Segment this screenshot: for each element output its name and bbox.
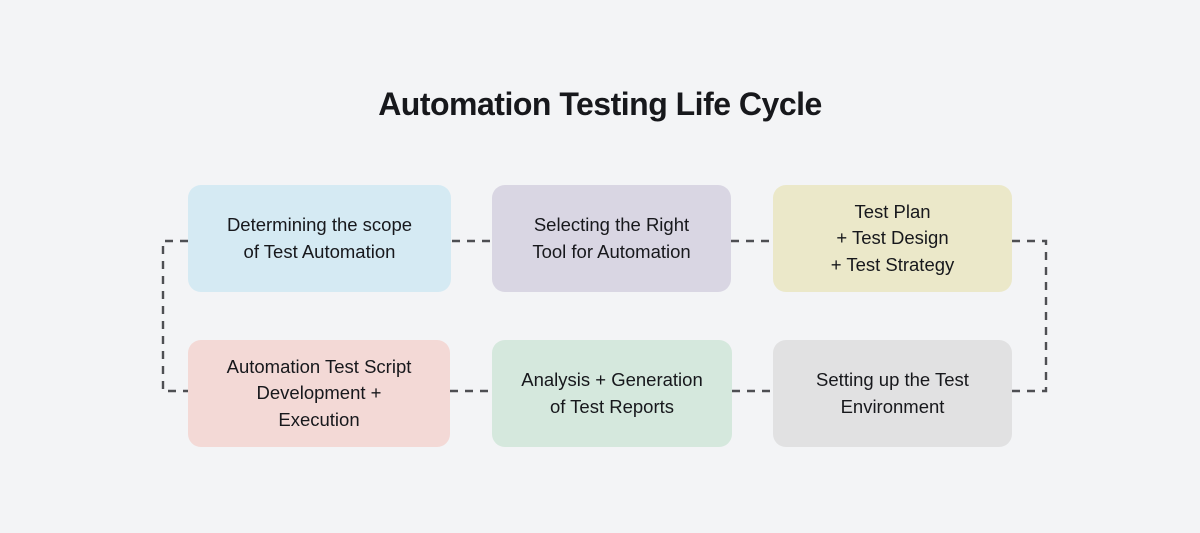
page-title: Automation Testing Life Cycle — [378, 86, 822, 122]
step-analysis-reports: Analysis + Generation of Test Reports — [492, 340, 732, 447]
connector-step3-step4-right-elbow — [1012, 239, 1048, 393]
step-plan-design-strategy: Test Plan + Test Design + Test Strategy — [773, 185, 1012, 292]
step-setup-environment: Setting up the Test Environment — [773, 340, 1012, 447]
connector-step6-step1-left-elbow — [161, 239, 188, 393]
step-selecting-tool: Selecting the Right Tool for Automation — [492, 185, 731, 292]
step-script-dev-execution: Automation Test Script Development + Exe… — [188, 340, 450, 447]
step-determining-scope: Determining the scope of Test Automation — [188, 185, 451, 292]
